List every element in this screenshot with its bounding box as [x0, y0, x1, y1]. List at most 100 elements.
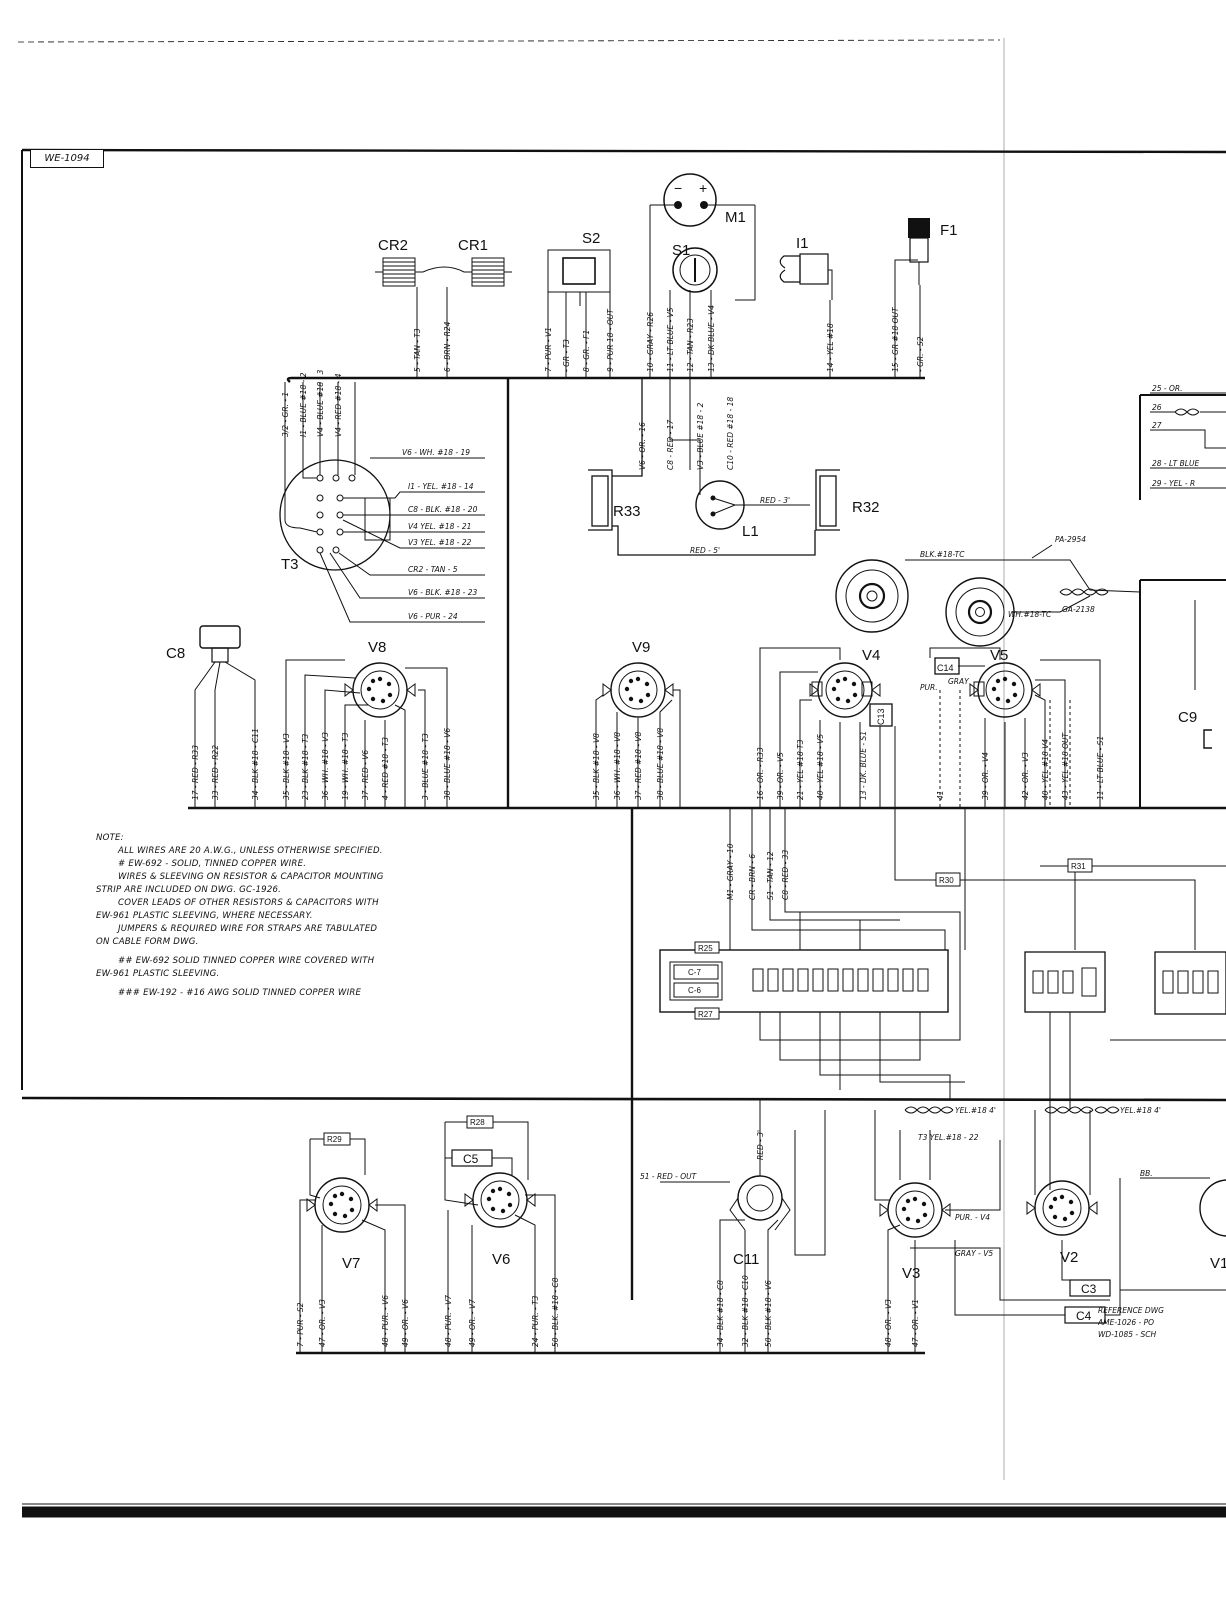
t3-lead-label: V4 - BLUE #18 - 3 [316, 369, 325, 437]
lead-label: 39 - OR. - V4 [981, 752, 990, 800]
c4-capacitor: C4 [954, 1178, 1121, 1324]
callout-gray-v5: GRAY - V5 [955, 1249, 993, 1258]
cr1-label: CR1 [458, 237, 488, 254]
notes-block: NOTE: ALL WIRES ARE 20 A.W.G., UNLESS OT… [96, 832, 426, 1000]
strip-lead-label: CR - BRN - 6 [748, 854, 757, 900]
bottom-harness-labels: 7 - PUR - S2 47 - OR. - V3 48 - PUR. - V… [296, 1275, 920, 1347]
row1-left-labels: 17 - RED - R33 33 - RED - R22 34 - BLK #… [191, 728, 452, 800]
bottom-lead-label: 49 - OR. - V7 [468, 1299, 477, 1347]
t3-lead-label: V4 - RED #18 - 4 [334, 373, 343, 437]
harness-lead-label: 12 - TAN - R23 [686, 318, 695, 372]
callout-red-5: RED - 5' [690, 546, 720, 555]
bottom-lead-label: 34 - BLK #18 - C8 [716, 1280, 725, 1347]
note-line: JUMPERS & REQUIRED WIRE FOR STRAPS ARE T… [118, 924, 378, 934]
note-line: # EW-692 - SOLID, TINNED COPPER WIRE. [118, 859, 307, 869]
v7-label: V7 [342, 1255, 360, 1272]
lead-label: 43 - YEL #18 OUT [1061, 731, 1070, 800]
reference-line: WD-1085 - SCH [1098, 1330, 1157, 1339]
reference-line: AME-1026 - PO [1098, 1318, 1155, 1327]
lead-label: 17 - RED - R33 [191, 745, 200, 800]
callout-pur-v4: PUR. - V4 [955, 1213, 990, 1222]
mid-lead-label: C10 - RED #18 - 18 [726, 397, 735, 470]
callout-bb: BB. [1140, 1169, 1153, 1178]
t3-lead-label: V6 - WH. #18 - 19 [402, 448, 470, 457]
note-line: WIRES & SLEEVING ON RESISTOR & CAPACITOR… [118, 872, 384, 882]
t3-transformer: T3 [279, 382, 485, 623]
bottom-lead-label: 50 - BLK #18 - V6 [764, 1280, 773, 1347]
l1-label: L1 [742, 523, 759, 540]
bottom-lead-label: 32 - BLK #18 - C10 [741, 1275, 750, 1347]
bottom-lead-label: 48 - PUR. - V7 [444, 1295, 453, 1347]
callout-gray: GRAY [948, 677, 970, 686]
callout-red-3-b: RED - 3' [756, 1130, 765, 1160]
callout-red-3: RED - 3' [760, 496, 790, 505]
mid-lead-labels: V6 - OR. - 16 C8 - RED - 17 V3 - BLUE #1… [638, 397, 790, 555]
note-line: COVER LEADS OF OTHER RESISTORS & CAPACIT… [118, 898, 379, 908]
s1-label: S1 [672, 242, 690, 259]
strip-lead-label: M1 - GRAY - 10 [726, 843, 735, 900]
c14-label: C14 [937, 663, 954, 673]
v3-label: V3 [902, 1265, 920, 1282]
s2-switch: S2 [547, 230, 611, 306]
harness-lead-label: - GR - T3 [562, 339, 571, 372]
right-lead-label: 28 - LT BLUE [1152, 459, 1199, 468]
callout-blk-18-tc: BLK.#18-TC [920, 550, 965, 559]
drawing-number-box: WE-1094 [30, 149, 104, 168]
harness-lead-label: 14 - YEL #18 [826, 323, 835, 372]
harness-lead-label: 8 - GR. - F1 [582, 330, 591, 372]
harness-lead-label: 10 - GRAY - R26 [646, 312, 655, 372]
lead-label: 39 - OR. - V5 [776, 752, 785, 800]
r30-r31-straps: R30 R31 [894, 726, 1226, 950]
note-heading: NOTE: [96, 833, 124, 843]
bottom-lead-label: 49 - OR. - V6 [401, 1299, 410, 1347]
t3-lead-label: V6 - BLK. #18 - 23 [408, 588, 477, 597]
row1-mid-labels: 35 - BLK #18 - V8 36 - WH. #18 - V8 37 -… [592, 728, 665, 800]
r33-label: R33 [613, 503, 641, 520]
lead-label: 23 - BLK #18 - T3 [301, 733, 310, 800]
v4-tube-socket: C13 V4 [759, 647, 893, 808]
t3-lead-label: V3 YEL. #18 - 22 [408, 538, 472, 547]
v8-label: V8 [368, 639, 386, 656]
lead-label: 3 - BLUE #18 - T3 [421, 733, 430, 800]
r32-label: R32 [852, 499, 880, 516]
m1-plus-symbol: + [699, 180, 707, 196]
m1-minus-symbol: − [674, 180, 682, 196]
harness-trunks [188, 376, 1226, 1355]
v6-tube-socket: R28 C5 V6 [444, 1115, 556, 1353]
i1-pilot-lamp: I1 [779, 235, 833, 300]
harness-lead-label: 7 - PUR - V1 [544, 327, 553, 372]
m1-label: M1 [725, 209, 746, 226]
harness-lead-label: 13 - DK BLUE - V4 [707, 305, 716, 372]
reference-line: REFERENCE DWG [1098, 1306, 1164, 1315]
callout-yel-18-4-a: YEL.#18 4' [955, 1106, 996, 1115]
c8-capacitor: C8 [166, 625, 256, 808]
lead-label: 19 - WH. #18 - T3 [341, 732, 350, 800]
lead-label: 38 - BLUE #18 - V8 [656, 728, 665, 800]
c9-label: C9 [1178, 709, 1197, 726]
m1-meter[interactable]: − + M1 [650, 173, 755, 227]
c13-label: C13 [876, 708, 886, 725]
l1-inductor: L1 [669, 378, 810, 540]
s1-switch[interactable]: S1 [672, 242, 718, 293]
v9-tube-socket: V9 [595, 639, 681, 808]
bottom-lead-label: 47 - OR. - V1 [911, 1299, 920, 1347]
lead-label: 16 - OR. - R33 [756, 747, 765, 800]
lead-label: 21 - YEL #18 T3 [796, 739, 805, 800]
t3-lead-labels: 3/2 - GR. - 1 I1 - BLUE #18 - 2 V4 - BLU… [281, 369, 478, 621]
r28-label: R28 [470, 1118, 485, 1127]
r31-label: R31 [1071, 862, 1086, 871]
c9-capacitor: C9 [1178, 600, 1212, 749]
right-lead-label: 26 [1152, 403, 1162, 412]
c11-capacitor: C11 [660, 1100, 826, 1353]
right-mounting-strips [1024, 951, 1226, 1190]
note-line: ## EW-692 SOLID TINNED COPPER WIRE COVER… [118, 956, 375, 966]
lead-label: 42 - OR. - V3 [1021, 752, 1030, 800]
v4-label: V4 [862, 647, 880, 664]
r27-label: R27 [698, 1010, 713, 1019]
lead-label: 13 - DK. BLUE - S1 [859, 731, 868, 800]
callout-wh-18-tc: WH.#18-TC [1008, 610, 1052, 619]
r29-label: R29 [327, 1135, 342, 1144]
t3-lead-label: CR2 - TAN - 5 [408, 565, 458, 574]
t3-lead-label: 3/2 - GR. - 1 [281, 392, 290, 437]
harness-lead-label: 5 - TAN - T3 [413, 328, 422, 372]
